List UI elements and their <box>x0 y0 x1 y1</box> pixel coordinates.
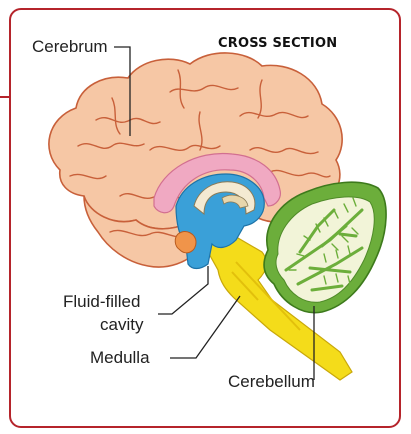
fluid-filled-label-line1: Fluid-filled <box>63 292 140 312</box>
fluid-filled-label-line2: cavity <box>100 315 143 335</box>
cross-section-heading: CROSS SECTION <box>218 36 337 51</box>
medulla-label: Medulla <box>90 348 150 368</box>
cerebrum-label: Cerebrum <box>32 37 108 57</box>
fluid-cavity-leader <box>158 266 208 314</box>
cerebellum-label: Cerebellum <box>228 372 315 392</box>
medulla-leader <box>170 296 240 358</box>
